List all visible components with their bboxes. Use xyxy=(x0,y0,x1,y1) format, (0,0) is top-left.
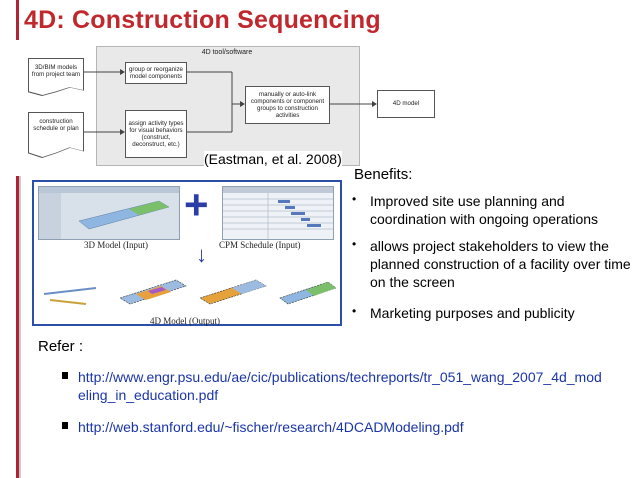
group-components-step: group or reorganize model components xyxy=(125,62,187,84)
3d-model-caption: 3D Model (Input) xyxy=(84,240,148,250)
cpm-schedule-caption: CPM Schedule (Input) xyxy=(219,240,301,250)
slide-title: 4D: Construction Sequencing xyxy=(24,6,381,34)
plus-sign: + xyxy=(184,181,209,228)
tool-panel-label: 4D tool/software xyxy=(201,49,253,56)
reference-bullet-2 xyxy=(62,422,68,429)
down-arrow: ↓ xyxy=(196,242,207,267)
benefit-bullet-1: • xyxy=(352,192,357,206)
3d-model-screenshot xyxy=(38,186,180,240)
citation: (Eastman, et al. 2008) xyxy=(204,151,342,167)
reference-bullet-1 xyxy=(62,372,68,379)
cpm-schedule-screenshot xyxy=(222,186,334,240)
benefits-heading: Benefits: xyxy=(354,166,413,183)
benefit-bullet-3: • xyxy=(352,304,357,318)
diagram-connectors xyxy=(84,69,377,135)
assign-activity-step: assign activity types for visual behavio… xyxy=(125,110,187,158)
link-components-step: manually or auto-link components or comp… xyxy=(245,86,330,124)
title-accent-bar xyxy=(16,0,19,40)
benefit-item-3: Marketing purposes and publicity xyxy=(370,305,575,321)
benefit-bullet-2: • xyxy=(352,237,357,251)
reference-link-2[interactable]: http://web.stanford.edu/~fischer/researc… xyxy=(78,419,464,435)
cpm-schedule-graphic xyxy=(223,187,333,239)
4d-model-caption: 4D Model (Output) xyxy=(150,316,220,326)
benefit-item-1: Improved site use planning and coordinat… xyxy=(370,193,599,227)
3d-model-graphic xyxy=(39,187,179,239)
4d-model-output: 4D model xyxy=(377,90,435,118)
reference-link-1[interactable]: http://www.engr.psu.edu/ae/cic/publicati… xyxy=(78,369,602,403)
refer-heading: Refer : xyxy=(38,338,84,355)
benefit-item-2: allows project stakeholders to view the … xyxy=(370,238,631,290)
body-divider xyxy=(19,176,21,478)
4d-model-frames xyxy=(43,279,336,305)
body-accent-bar xyxy=(16,176,19,478)
schedule-input: construction schedule or plan xyxy=(28,112,84,158)
